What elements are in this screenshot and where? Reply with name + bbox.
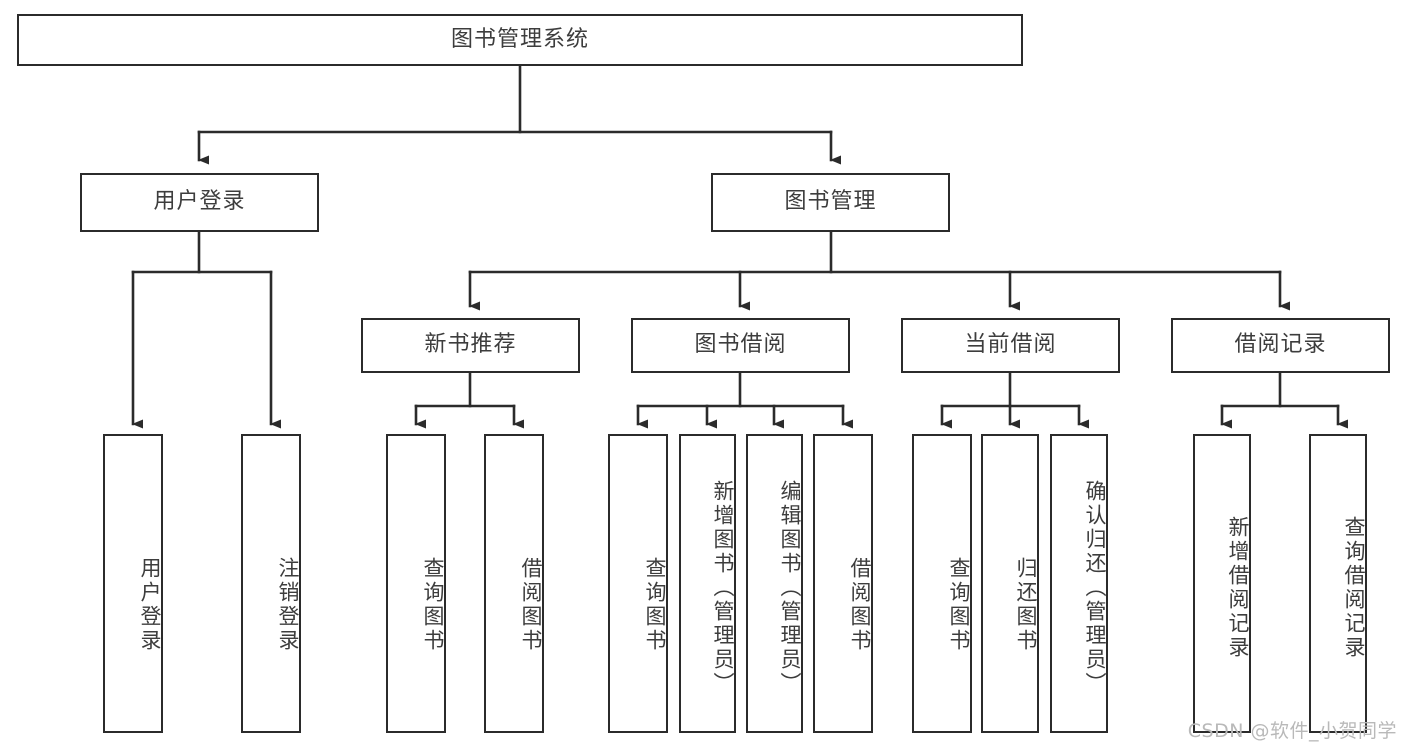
node-label: 注销登录	[276, 556, 300, 653]
node-label: 查询借阅记录	[1342, 515, 1366, 660]
leaf-confirm-return-admin[interactable]: 确认归还（管理员）	[1050, 434, 1108, 733]
node-label: 新书推荐	[424, 332, 517, 358]
node-label: 借阅图书	[848, 556, 872, 653]
node-root-system[interactable]: 图书管理系统	[17, 14, 1023, 66]
node-label: 借阅记录	[1234, 332, 1327, 358]
node-label: 图书管理	[784, 189, 877, 215]
node-label: 当前借阅	[964, 332, 1057, 358]
node-book-management[interactable]: 图书管理	[711, 173, 950, 232]
node-label: 图书借阅	[694, 332, 787, 358]
leaf-return-books[interactable]: 归还图书	[981, 434, 1039, 733]
node-label: 借阅图书	[519, 556, 543, 653]
node-label: 查询图书	[421, 556, 445, 653]
node-label: 归还图书	[1014, 556, 1038, 653]
leaf-user-login[interactable]: 用户登录	[103, 434, 163, 733]
node-new-book-recommend[interactable]: 新书推荐	[361, 318, 580, 373]
node-current-borrow[interactable]: 当前借阅	[901, 318, 1120, 373]
node-label: 新增图书（管理员）	[711, 479, 735, 696]
leaf-query-books-current[interactable]: 查询图书	[912, 434, 972, 733]
node-label: 查询图书	[643, 556, 667, 653]
leaf-query-books-recommend[interactable]: 查询图书	[386, 434, 446, 733]
leaf-add-book-admin[interactable]: 新增图书（管理员）	[679, 434, 736, 733]
node-label: 查询图书	[947, 556, 971, 653]
leaf-add-borrow-record[interactable]: 新增借阅记录	[1193, 434, 1251, 733]
leaf-borrow-books-borrow[interactable]: 借阅图书	[813, 434, 873, 733]
node-borrow-records[interactable]: 借阅记录	[1171, 318, 1390, 373]
node-user-login[interactable]: 用户登录	[80, 173, 319, 232]
leaf-edit-book-admin[interactable]: 编辑图书（管理员）	[746, 434, 803, 733]
node-label: 用户登录	[138, 556, 162, 653]
node-label: 图书管理系统	[450, 26, 589, 52]
leaf-query-borrow-record[interactable]: 查询借阅记录	[1309, 434, 1367, 733]
node-label: 用户登录	[153, 189, 246, 215]
node-label: 新增借阅记录	[1226, 515, 1250, 660]
leaf-user-logout[interactable]: 注销登录	[241, 434, 301, 733]
node-label: 确认归还（管理员）	[1083, 479, 1107, 696]
node-label: 编辑图书（管理员）	[778, 479, 802, 696]
node-book-borrow[interactable]: 图书借阅	[631, 318, 850, 373]
leaf-borrow-books-recommend[interactable]: 借阅图书	[484, 434, 544, 733]
csdn-watermark: CSDN @软件_小贺同学	[1187, 720, 1397, 742]
leaf-query-books-borrow[interactable]: 查询图书	[608, 434, 668, 733]
